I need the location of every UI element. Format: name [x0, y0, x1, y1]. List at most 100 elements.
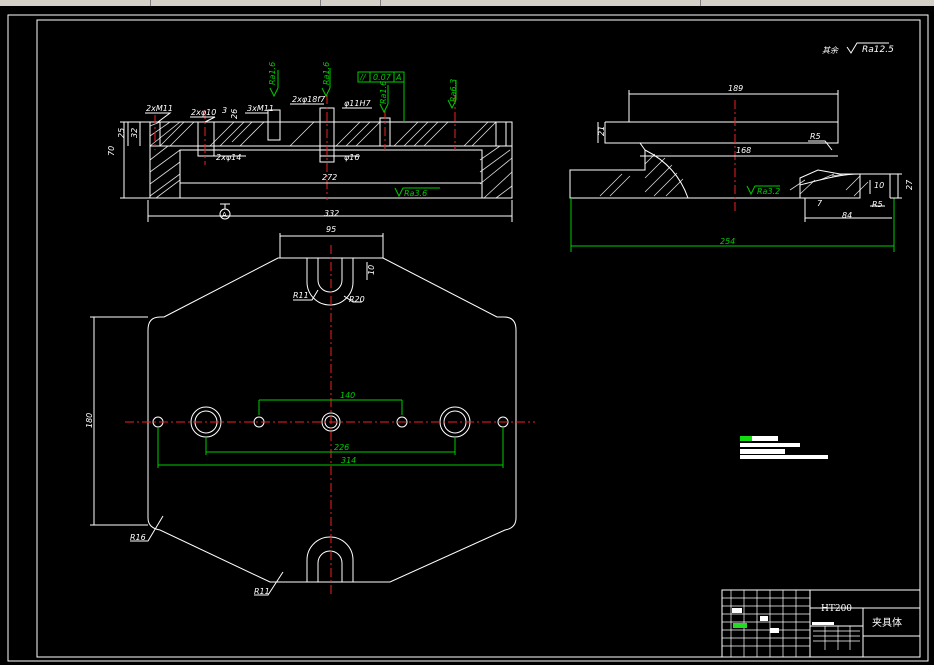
- side-hatch: [599, 153, 869, 197]
- dim-332: 332: [324, 209, 339, 218]
- ra-c: Ra1.6: [379, 81, 388, 104]
- center-hole: [321, 412, 341, 432]
- roughness-symbol-bottom: [394, 187, 440, 198]
- r5-bottom: R5: [872, 200, 883, 209]
- ra-a: Ra1.6: [268, 62, 277, 85]
- ra-b: Ra1.6: [322, 62, 331, 85]
- side-roughness: [746, 185, 780, 196]
- roughness-symbol-d: [447, 80, 457, 110]
- dim-168-label: 168: [736, 146, 751, 155]
- dim-180-label: 180: [85, 413, 94, 428]
- dim-10-label: 10: [874, 181, 884, 190]
- dim-140: [258, 399, 403, 415]
- r16-label: R16: [130, 533, 146, 542]
- bottom-slot-inner: [317, 550, 343, 582]
- leader-r11: [293, 289, 319, 301]
- r11-bottom-label: R11: [254, 587, 270, 596]
- side-ra: Ra3.2: [757, 187, 780, 196]
- material-label: HT200: [821, 604, 852, 614]
- label-3: 3: [222, 106, 227, 115]
- dim-314-label: 314: [341, 456, 356, 465]
- toolbar-segment: [150, 0, 321, 6]
- top-slot-inner: [317, 258, 343, 293]
- dim-84: [804, 198, 892, 222]
- dim-height: [120, 121, 150, 199]
- label-phi16: φ16: [344, 153, 359, 162]
- top-slot-outer: [306, 258, 354, 306]
- tol-sym: //: [359, 73, 367, 82]
- leader-r5-top: [808, 140, 833, 151]
- datum-circle: [219, 208, 231, 220]
- leader-thread: [145, 112, 172, 123]
- dim-189: [628, 90, 839, 122]
- label-2xphi14: 2xφ14: [216, 153, 241, 162]
- roughness-symbol-c: [379, 85, 389, 114]
- dim-314: [157, 427, 504, 468]
- roughness-symbol-a: [269, 70, 279, 98]
- technical-requirements: [740, 436, 828, 459]
- label-2xM11: 2xM11: [146, 104, 173, 113]
- top-outline: [147, 257, 517, 583]
- ra-d: Ra6.3: [449, 79, 458, 102]
- dim-226: [205, 437, 456, 455]
- label-26: 26: [230, 109, 239, 119]
- dim-84-label: 84: [842, 211, 852, 220]
- dim-overall-width: [147, 200, 513, 222]
- top-view: 95 10 R11 R20 180 140 226 314 R16 R11: [85, 225, 535, 596]
- dim-70: 70: [107, 146, 116, 156]
- side-curve: [644, 149, 689, 199]
- bolt-hole: [267, 109, 281, 141]
- dim-10-slot: 10: [367, 265, 376, 275]
- leader-r11-bottom: [254, 571, 284, 596]
- tol-ref: A: [395, 73, 401, 82]
- label-2xphi10: 2xφ10: [191, 108, 216, 117]
- front-view: 332 272 70 25 32 2xM11 2xφ10 3 26 3xM11 …: [107, 62, 513, 222]
- dim-27: [890, 173, 902, 199]
- bottom-slot-outer: [306, 536, 354, 582]
- title-block: HT200 夹具体: [721, 589, 921, 658]
- thread-hole-right: [495, 121, 507, 147]
- label-bore: φ11H7: [344, 99, 371, 108]
- toolbar-segment: [0, 0, 151, 6]
- front-cavity: [179, 149, 483, 198]
- dim-95: [279, 233, 384, 258]
- dim-254: [570, 198, 895, 252]
- r20-label: R20: [349, 295, 365, 304]
- datum-label: A: [222, 211, 227, 219]
- datum-triangle: [220, 203, 230, 209]
- dim-189-label: 189: [728, 84, 743, 93]
- toolbar-segment: [380, 0, 701, 6]
- ra-bottom: Ra3.6: [404, 189, 427, 198]
- label-3xM11: 3xM11: [247, 104, 274, 113]
- inner-border: [36, 19, 921, 658]
- r5-top: R5: [810, 132, 821, 141]
- pin-hole-left: [197, 121, 215, 157]
- label-fit: 2xφ18f7: [292, 95, 326, 104]
- r11-label: R11: [293, 291, 309, 300]
- leader-hole10: [190, 116, 216, 123]
- roughness-note-label: 其余: [822, 46, 839, 55]
- side-view: 189 168 254 21 R5 R5 27 10 84 7 Ra3.2: [569, 84, 914, 252]
- roughness-note-value: Ra12.5: [862, 45, 894, 55]
- dim-180: [90, 316, 148, 526]
- dim-254-label: 254: [720, 237, 735, 246]
- dim-140-label: 140: [340, 391, 355, 400]
- leader-r16: [130, 515, 164, 542]
- outer-border: [7, 14, 929, 662]
- side-outline: [569, 121, 861, 199]
- dim-226-label: 226: [334, 443, 349, 452]
- dim-95-label: 95: [326, 225, 336, 234]
- roughness-symbol: [846, 42, 889, 54]
- hatch-area: [149, 121, 513, 199]
- dim-21-label: 21: [597, 126, 606, 136]
- part-name-label: 夹具体: [872, 616, 902, 629]
- toolbar-segment: [320, 0, 381, 6]
- tol-val: 0.07: [373, 73, 392, 82]
- dim-32-label: 32: [130, 128, 139, 138]
- dim-7-label: 7: [817, 199, 823, 208]
- dim-25-label: 25: [117, 128, 126, 138]
- dim-27-label: 27: [905, 179, 914, 190]
- leader-r20: [343, 295, 362, 303]
- window-toolbar-strip: [0, 0, 934, 6]
